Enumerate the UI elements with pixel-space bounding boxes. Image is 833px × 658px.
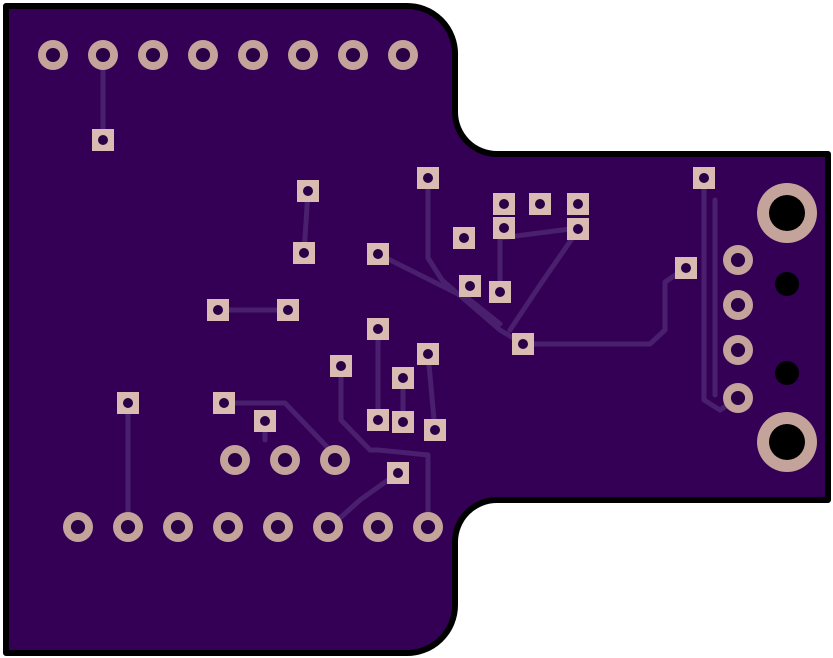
board-outline <box>3 2 831 657</box>
via <box>367 409 389 431</box>
bottom-header-pin <box>163 512 193 542</box>
top-header-pin <box>38 40 68 70</box>
via <box>453 227 475 249</box>
via <box>117 392 139 414</box>
pads <box>38 40 753 542</box>
via <box>293 242 315 264</box>
middle-header-pin <box>270 445 300 475</box>
top-header-pin <box>188 40 218 70</box>
via <box>92 129 114 151</box>
via <box>567 193 589 215</box>
trace <box>507 227 581 333</box>
top-header-pin <box>238 40 268 70</box>
via <box>424 419 446 441</box>
via <box>392 411 414 433</box>
top-header-pin <box>88 40 118 70</box>
bottom-header-pin <box>263 512 293 542</box>
top-header-pin <box>288 40 318 70</box>
vias <box>92 129 715 484</box>
locating-hole <box>775 361 799 385</box>
via <box>367 318 389 340</box>
locating-hole <box>775 272 799 296</box>
usb-pin <box>723 335 753 365</box>
mounting-hole <box>757 183 817 243</box>
top-header-pin <box>338 40 368 70</box>
usb-pin <box>723 245 753 275</box>
middle-header-pin <box>220 445 250 475</box>
bottom-header-pin <box>363 512 393 542</box>
via <box>207 299 229 321</box>
via <box>392 367 414 389</box>
holes <box>757 183 817 472</box>
bottom-header-pin <box>313 512 343 542</box>
bottom-header-pin <box>63 512 93 542</box>
trace <box>338 363 431 530</box>
via <box>297 180 319 202</box>
via <box>387 462 409 484</box>
bottom-header-pin <box>413 512 443 542</box>
usb-pin <box>723 290 753 320</box>
via <box>693 167 715 189</box>
bottom-header-pin <box>113 512 143 542</box>
via <box>493 193 515 215</box>
via <box>489 281 511 303</box>
via <box>675 257 697 279</box>
middle-header-pin <box>320 445 350 475</box>
via <box>459 275 481 297</box>
trace <box>375 251 503 327</box>
via <box>529 193 551 215</box>
top-header-pin <box>388 40 418 70</box>
via <box>277 299 299 321</box>
via <box>367 243 389 265</box>
via <box>330 355 352 377</box>
bottom-header-pin <box>213 512 243 542</box>
via <box>512 333 534 355</box>
via <box>213 392 235 414</box>
trace <box>425 351 438 433</box>
via <box>493 217 515 239</box>
via <box>417 343 439 365</box>
via <box>254 410 276 432</box>
top-header-pin <box>138 40 168 70</box>
mounting-hole <box>757 412 817 472</box>
via <box>567 218 589 240</box>
via <box>417 167 439 189</box>
usb-pin <box>723 383 753 413</box>
